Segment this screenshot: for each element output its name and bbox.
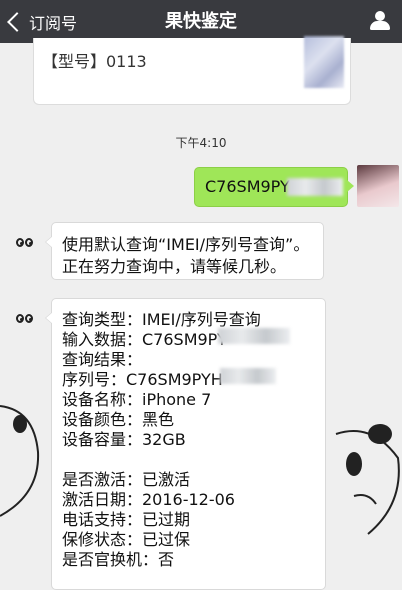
timestamp: 下午4:10 — [175, 136, 227, 150]
back-button[interactable]: 订阅号 — [6, 0, 77, 43]
nav-bar: 订阅号 果快鉴定 — [0, 0, 402, 43]
reply-2-line: 序列号：C76SM9PYH — [62, 370, 223, 389]
reply-2-line: 电话支持：已过期 — [62, 510, 191, 529]
reply-2-line: 激活日期：2016-12-06 — [62, 490, 235, 509]
reply-2-line: 查询类型：IMEI/序列号查询 — [62, 310, 261, 329]
reply-bubble-1[interactable]: 使用默认查询“IMEI/序列号查询”。 正在努力查询中，请等候几秒。 — [45, 222, 324, 280]
reply-2-line: 保修状态：已过保 — [62, 530, 191, 549]
previous-message-text: 【型号】0113 — [42, 52, 147, 71]
bot-avatar[interactable] — [4, 298, 44, 338]
reply-2-line: 设备容量：32GB — [62, 430, 186, 449]
reply-2-line: 是否激活：已激活 — [62, 470, 191, 489]
reply-2-line: 输入数据：C76SM9PY — [62, 330, 227, 349]
sent-message-text: C76SM9PY — [205, 177, 290, 196]
panda-sticker-right — [335, 424, 400, 535]
back-label: 订阅号 — [29, 13, 78, 33]
redaction-mosaic — [287, 178, 343, 196]
bot-avatar[interactable] — [4, 222, 44, 262]
redaction-mosaic — [220, 368, 276, 384]
sent-message-bubble[interactable]: C76SM9PY — [194, 167, 354, 207]
user-avatar[interactable] — [357, 165, 399, 207]
page-title: 果快鉴定 — [165, 11, 237, 32]
reply-1-line: 使用默认查询“IMEI/序列号查询”。 — [62, 235, 310, 254]
panda-sticker-left — [0, 405, 40, 517]
reply-2-line: 设备颜色：黑色 — [62, 410, 175, 429]
blurred-thumbnail — [304, 36, 344, 88]
reply-1-line: 正在努力查询中，请等候几秒。 — [62, 257, 287, 276]
reply-bubble-2[interactable]: 查询类型：IMEI/序列号查询 输入数据：C76SM9PY 查询结果： 序列号：… — [45, 298, 326, 590]
eyes-icon — [16, 314, 34, 323]
reply-2-line: 设备名称：iPhone 7 — [62, 390, 212, 409]
redaction-mosaic — [218, 328, 290, 344]
previous-message-card[interactable]: 【型号】0113 — [33, 36, 351, 105]
reply-2-line: 是否官换机：否 — [62, 550, 175, 569]
reply-2-line: 查询结果： — [62, 350, 143, 369]
eyes-icon — [16, 238, 34, 247]
profile-icon[interactable] — [368, 9, 392, 33]
